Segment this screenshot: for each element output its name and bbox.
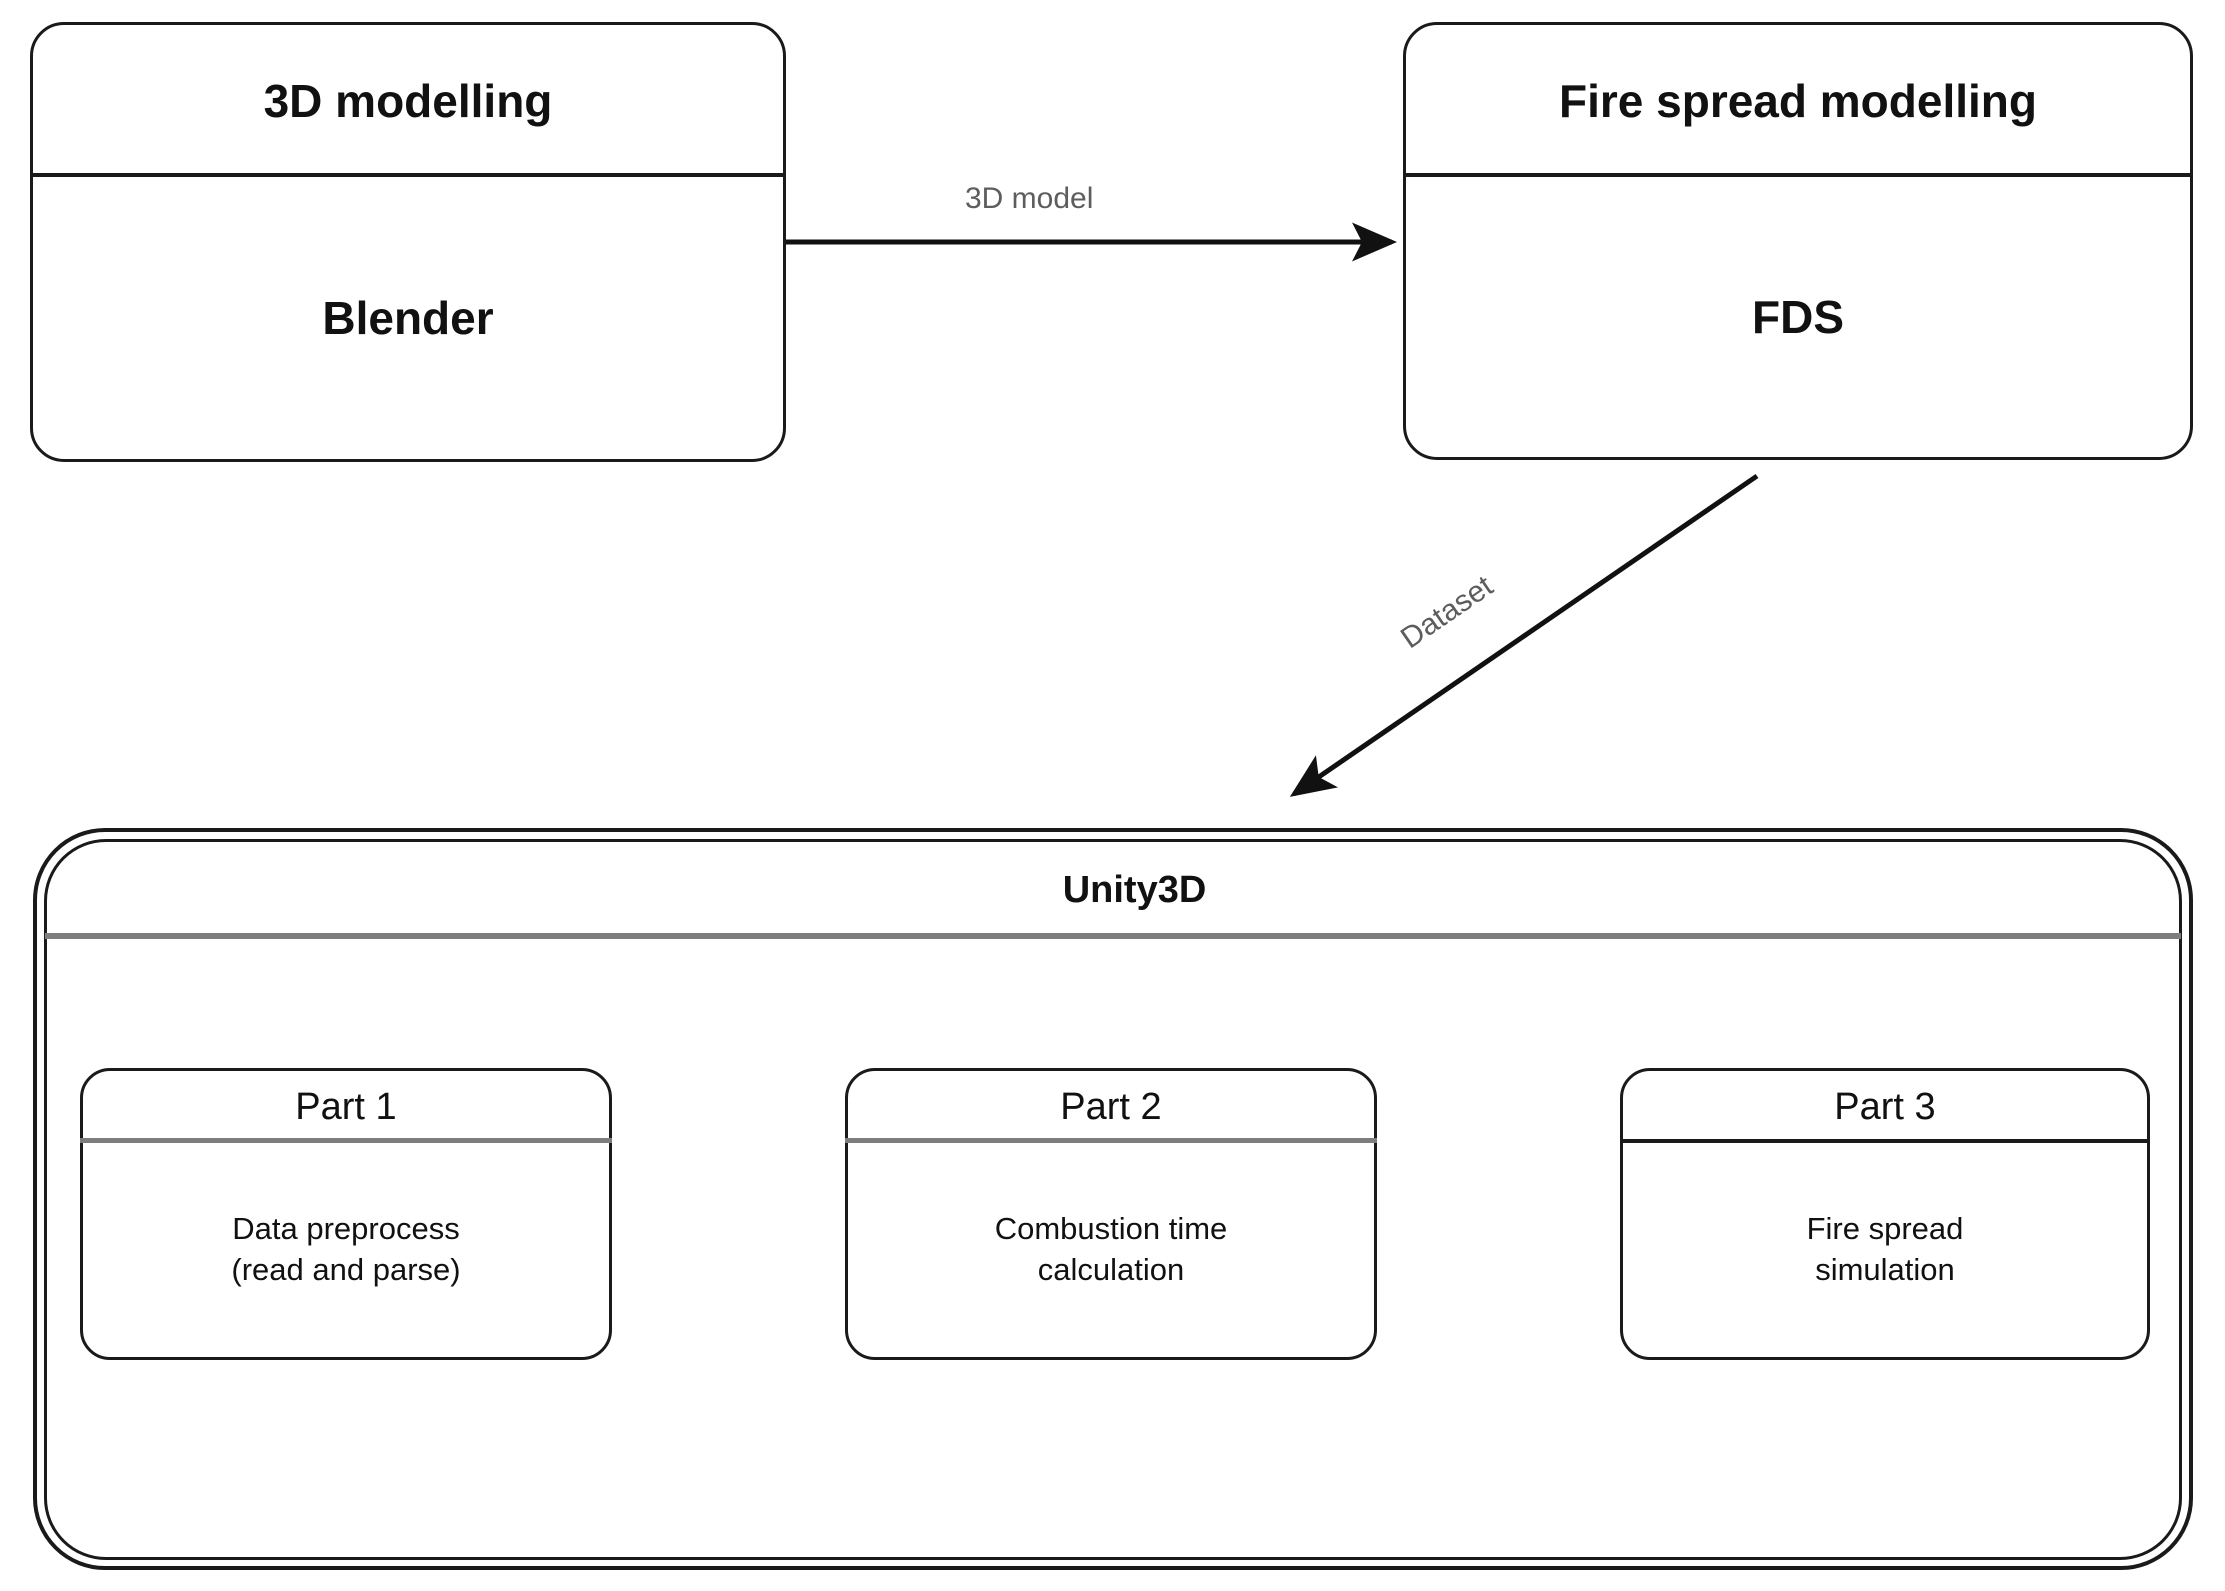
node-part-3[interactable]: Part 3 Fire spread simulation (1620, 1068, 2150, 1360)
node-part-2-title: Part 2 (1060, 1085, 1162, 1128)
node-part-1[interactable]: Part 1 Data preprocess (read and parse) (80, 1068, 612, 1360)
node-fire-spread-modelling-header: Fire spread modelling (1403, 25, 2193, 177)
node-part-3-header: Part 3 (1620, 1071, 2150, 1143)
node-3d-modelling-body: Blender (33, 177, 783, 459)
header-divider (1620, 1139, 2150, 1143)
container-unity3d-divider (45, 933, 2181, 939)
node-fire-spread-modelling[interactable]: Fire spread modelling FDS (1403, 22, 2193, 460)
edge-fds-to-unity (1289, 473, 1759, 797)
edge-label-dataset: Dataset (1395, 569, 1499, 656)
node-3d-modelling[interactable]: 3D modelling Blender (30, 22, 786, 462)
node-part-2-header: Part 2 (845, 1071, 1377, 1143)
node-part-2-body-line1: Combustion time (994, 1211, 1228, 1247)
container-unity3d-title-row: Unity3D (44, 860, 2225, 920)
node-fire-spread-modelling-title: Fire spread modelling (1559, 75, 2037, 127)
node-3d-modelling-title: 3D modelling (263, 75, 553, 127)
node-part-1-header: Part 1 (80, 1071, 612, 1143)
node-fire-spread-modelling-body: FDS (1406, 177, 2190, 457)
edge-label-3d-model: 3D model (965, 182, 1094, 215)
node-part-1-body-line1: Data preprocess (232, 1211, 460, 1247)
header-divider (845, 1138, 1377, 1143)
node-part-1-body: Data preprocess (read and parse) (83, 1143, 609, 1357)
header-divider (80, 1138, 612, 1143)
node-part-3-body: Fire spread simulation (1623, 1143, 2147, 1357)
node-part-2[interactable]: Part 2 Combustion time calculation (845, 1068, 1377, 1360)
header-divider (30, 173, 786, 177)
node-part-2-body: Combustion time calculation (848, 1143, 1374, 1357)
node-fire-spread-modelling-tool: FDS (1752, 290, 1844, 343)
container-unity3d-title: Unity3D (1062, 868, 1207, 911)
header-divider (1403, 173, 2193, 177)
node-3d-modelling-header: 3D modelling (30, 25, 786, 177)
node-part-3-body-line1: Fire spread (1806, 1211, 1964, 1247)
node-part-3-body-line2: simulation (1815, 1252, 1955, 1287)
node-3d-modelling-tool: Blender (322, 291, 494, 344)
node-part-1-body-line2: (read and parse) (231, 1252, 461, 1287)
node-part-1-title: Part 1 (295, 1085, 397, 1128)
node-part-2-body-line2: calculation (1037, 1252, 1185, 1287)
node-part-3-title: Part 3 (1834, 1085, 1936, 1128)
